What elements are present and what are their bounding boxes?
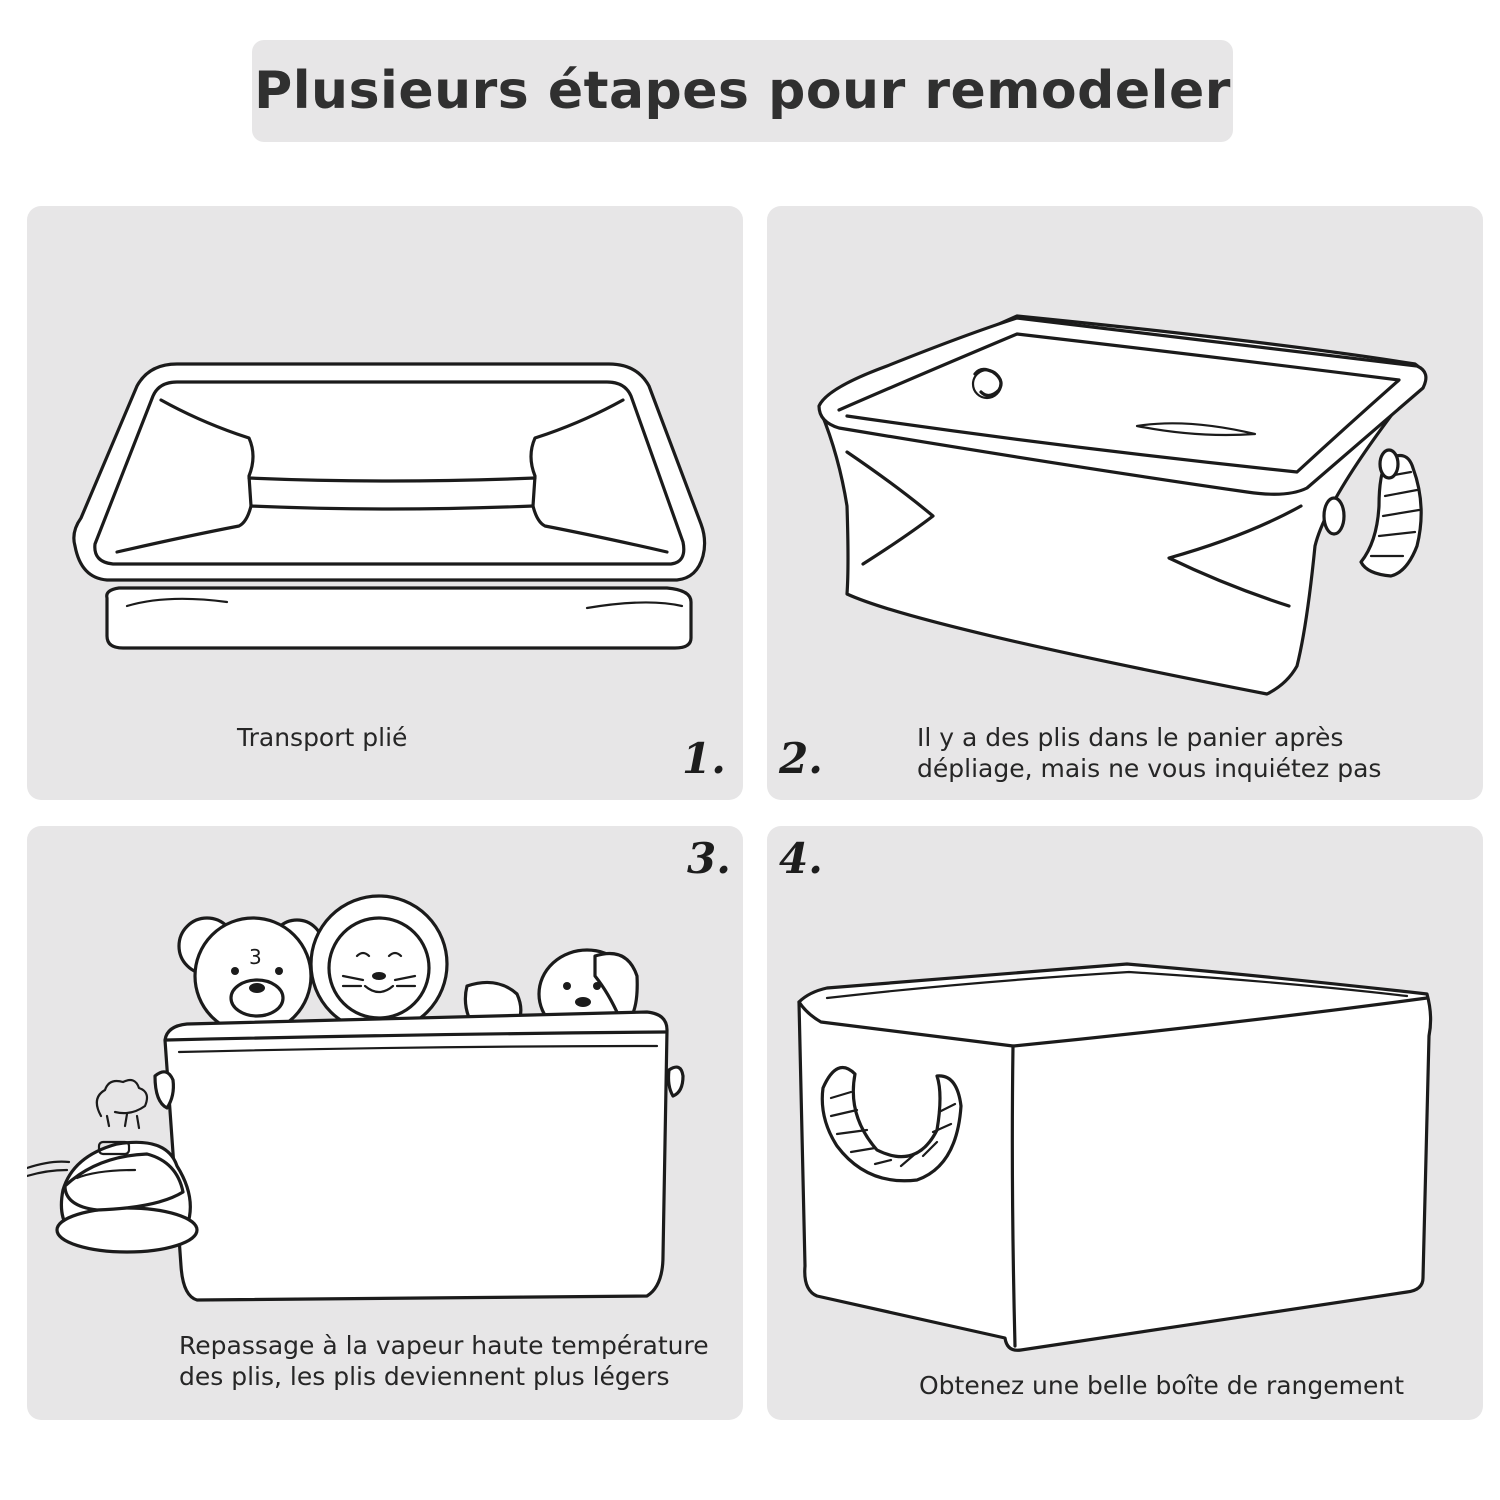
step-4-panel: Obtenez une belle boîte de rangement 4. (767, 826, 1483, 1420)
finished-storage-box-illustration (797, 962, 1433, 1352)
caption-line: dépliage, mais ne vous inquiétez pas (917, 754, 1382, 783)
step-2-panel: Il y a des plis dans le panier après dép… (767, 206, 1483, 800)
step-1-panel: Transport plié 1. (27, 206, 743, 800)
unfolded-wrinkled-basket-illustration (817, 314, 1428, 696)
bear-toy: 3 (177, 916, 325, 1036)
caption-line: Il y a des plis dans le panier après (917, 723, 1344, 752)
caption-line: des plis, les plis deviennent plus léger… (179, 1362, 670, 1391)
steamer-and-toy-basket-illustration: 3 (27, 894, 685, 1302)
step-2-number: 2. (779, 734, 823, 783)
step-3-number: 3. (687, 834, 731, 883)
step-4-caption: Obtenez une belle boîte de rangement (919, 1370, 1404, 1401)
caption-line: Transport plié (237, 723, 408, 752)
title-banner: Plusieurs étapes pour remodeler (252, 40, 1233, 142)
steamer-icon (27, 1078, 199, 1254)
step-3-caption: Repassage à la vapeur haute température … (179, 1330, 709, 1392)
step-1-caption: Transport plié (237, 722, 407, 753)
step-2-caption: Il y a des plis dans le panier après dép… (917, 722, 1381, 784)
step-4-number: 4. (779, 834, 823, 883)
step-1-number: 1. (682, 734, 726, 783)
folded-basket-illustration (72, 362, 707, 650)
page-title: Plusieurs étapes pour remodeler (254, 61, 1231, 121)
lion-toy (309, 894, 449, 1034)
caption-line: Repassage à la vapeur haute température (179, 1331, 709, 1360)
caption-line: Obtenez une belle boîte de rangement (919, 1371, 1405, 1400)
svg-text:3: 3 (249, 945, 262, 969)
step-3-panel: 3 (27, 826, 743, 1420)
